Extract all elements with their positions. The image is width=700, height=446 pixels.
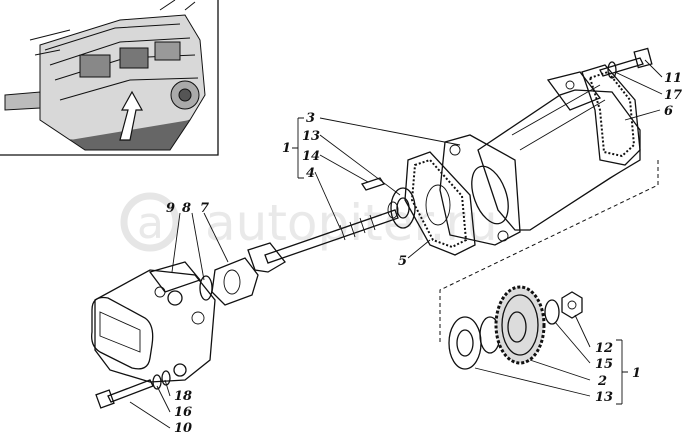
- watermark-logo-letter: a: [137, 198, 164, 249]
- housing-bore: [471, 165, 509, 225]
- label-2: 2: [597, 374, 607, 389]
- label-3: 3: [306, 111, 315, 126]
- label-6: 6: [664, 104, 673, 119]
- label-10: 10: [174, 421, 192, 436]
- label-4: 4: [306, 166, 315, 181]
- label-group-upper-1: 1: [282, 141, 291, 156]
- pump-front-cover: [91, 296, 154, 370]
- coupling: [211, 257, 259, 306]
- label-11: 11: [664, 71, 682, 86]
- watermark: a autopiter.ru: [120, 192, 498, 252]
- dashed-leaders: [439, 160, 659, 345]
- label-17: 17: [664, 88, 682, 103]
- label-15: 15: [595, 357, 613, 372]
- leader-lines: [129, 59, 663, 429]
- label-group-lower-1: 1: [632, 366, 641, 381]
- label-7: 7: [200, 201, 209, 216]
- gear-assembly: [448, 285, 583, 370]
- bolt-lower: [95, 370, 171, 409]
- nut: [561, 291, 583, 319]
- label-16: 16: [174, 405, 192, 420]
- bearing-lower: [448, 316, 482, 370]
- key: [360, 177, 386, 191]
- drive-shaft: [247, 209, 399, 273]
- inset-frame: [0, 0, 219, 156]
- part-labels: 1 3 13 14 4 5 6 11 17 9 8 7 18 16 10 12 …: [166, 71, 682, 436]
- watermark-text: autopiter.ru: [205, 194, 498, 252]
- watermark-logo-circle: [120, 192, 180, 252]
- inset-pointer-arrow: [119, 90, 144, 141]
- bearing-upper: [387, 187, 416, 229]
- label-8: 8: [182, 201, 191, 216]
- label-13-upper: 13: [302, 129, 320, 144]
- label-13-lower: 13: [595, 390, 613, 405]
- pump-housing: [439, 71, 641, 246]
- label-18: 18: [174, 389, 192, 404]
- label-14: 14: [302, 149, 320, 164]
- label-9: 9: [166, 201, 175, 216]
- label-5: 5: [398, 254, 407, 269]
- rear-gasket: [581, 64, 641, 166]
- retaining-ring: [199, 275, 213, 301]
- lock-washer: [544, 299, 560, 325]
- bolt-upper: [599, 47, 653, 79]
- engine-inset: [0, 0, 219, 156]
- engine-illustration: [4, 0, 206, 151]
- drive-gear: [494, 285, 546, 365]
- pump-body: [91, 261, 216, 383]
- label-12: 12: [595, 341, 613, 356]
